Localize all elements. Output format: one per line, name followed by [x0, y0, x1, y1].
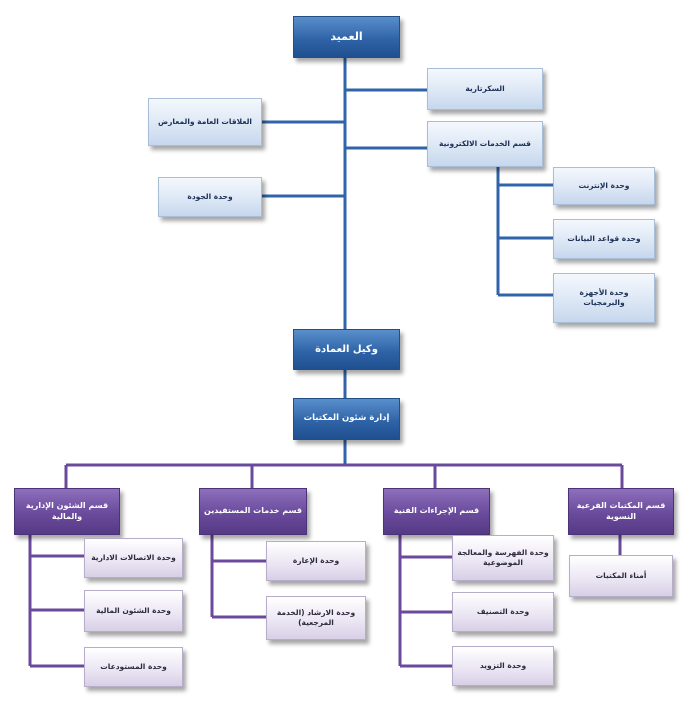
node-branch-libraries-label: قسم المكتبات الفرعية النسوية	[576, 500, 666, 521]
node-supply-unit: وحدة التزويد	[452, 646, 554, 686]
node-internet-unit-label: وحدة الإنترنت	[578, 180, 630, 190]
node-warehouses-unit-label: وحدة المستودعات	[100, 661, 167, 671]
node-secretariat-label: السكرتارية	[465, 83, 505, 93]
node-classification-unit-label: وحدة التصنيف	[476, 606, 530, 616]
node-databases-unit: وحدة قواعد البيانات	[553, 219, 655, 259]
node-guidance-unit-label: وحدة الارشاد (الخدمة المرجعية)	[276, 607, 356, 627]
node-comm-unit-label: وحدة الاتصالات الادارية	[91, 552, 176, 562]
node-technical-procedures-label: قسم الإجراءات الفنية	[393, 506, 480, 516]
node-guidance-unit: وحدة الارشاد (الخدمة المرجعية)	[266, 596, 366, 640]
node-indexing-unit-label: وحدة الفهرسة والمعالجة الموضوعية	[457, 547, 549, 567]
node-libraries-admin-label: إدارة شئون المكتبات	[303, 413, 390, 424]
node-beneficiary-services-label: قسم خدمات المستفيدين	[204, 506, 302, 516]
node-secretariat: السكرتارية	[427, 68, 543, 110]
node-warehouses-unit: وحدة المستودعات	[84, 647, 183, 687]
node-lending-unit: وحدة الإعارة	[266, 541, 366, 581]
node-branch-libraries: قسم المكتبات الفرعية النسوية	[568, 488, 674, 535]
node-libraries-admin: إدارة شئون المكتبات	[293, 398, 400, 440]
node-comm-unit: وحدة الاتصالات الادارية	[84, 538, 183, 578]
node-admin-finance: قسم الشئون الإدارية والمالية	[14, 488, 120, 535]
node-librarians-label: أمناء المكتبات	[595, 570, 647, 580]
node-electronic-services-label: قسم الخدمات الالكترونية	[439, 138, 531, 148]
node-public-relations: العلاقات العامة والمعارض	[148, 98, 262, 146]
node-dean: العميد	[293, 16, 400, 58]
node-lending-unit-label: وحدة الإعارة	[292, 555, 340, 565]
node-quality-unit-label: وحدة الجودة	[187, 191, 233, 201]
node-indexing-unit: وحدة الفهرسة والمعالجة الموضوعية	[452, 535, 554, 581]
node-financial-unit-label: وحدة الشئون المالية	[96, 605, 171, 615]
node-devices-unit: وحدة الأجهزة والبرمجيات	[553, 273, 655, 323]
node-dean-label: العميد	[330, 29, 363, 43]
node-databases-unit-label: وحدة قواعد البيانات	[567, 233, 641, 243]
node-quality-unit: وحدة الجودة	[158, 177, 262, 217]
node-supply-unit-label: وحدة التزويد	[479, 660, 527, 670]
node-financial-unit: وحدة الشئون المالية	[84, 590, 183, 632]
node-beneficiary-services: قسم خدمات المستفيدين	[199, 488, 307, 535]
node-devices-unit-label: وحدة الأجهزة والبرمجيات	[579, 287, 629, 307]
node-librarians: أمناء المكتبات	[569, 555, 673, 597]
node-vice-dean: وكيل العمادة	[293, 329, 400, 370]
node-admin-finance-label: قسم الشئون الإدارية والمالية	[25, 500, 109, 521]
node-electronic-services: قسم الخدمات الالكترونية	[427, 121, 543, 167]
node-public-relations-label: العلاقات العامة والمعارض	[158, 116, 252, 126]
node-vice-dean-label: وكيل العمادة	[315, 343, 378, 355]
node-technical-procedures: قسم الإجراءات الفنية	[383, 488, 490, 535]
node-classification-unit: وحدة التصنيف	[452, 592, 554, 632]
node-internet-unit: وحدة الإنترنت	[553, 167, 655, 205]
